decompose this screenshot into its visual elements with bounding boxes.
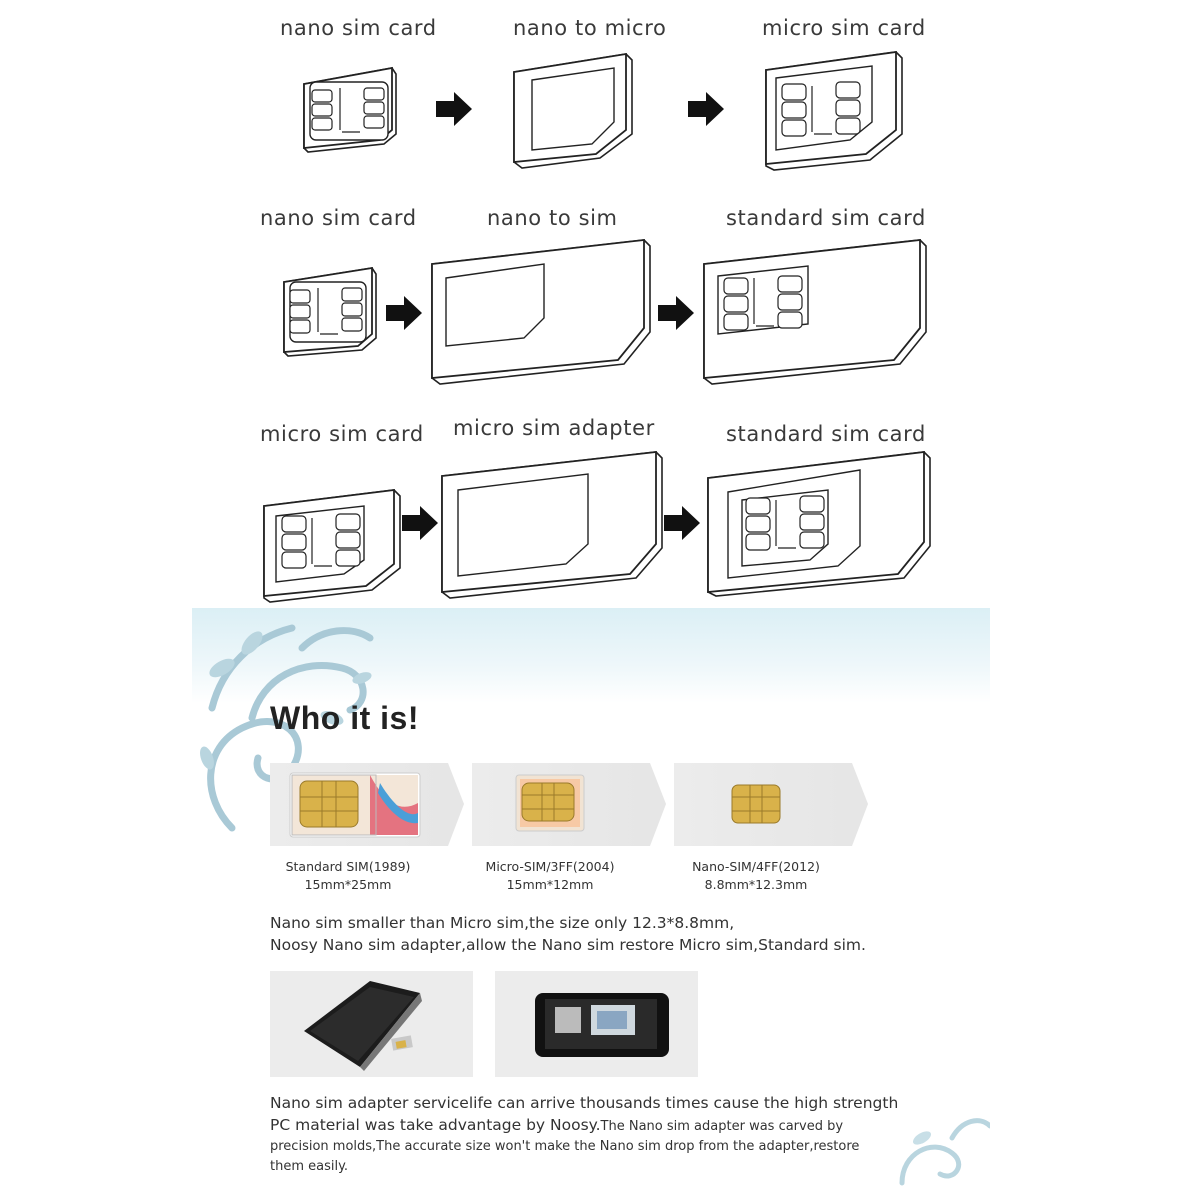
arrow-icon	[658, 296, 694, 330]
label-row2-standard: standard sim card	[726, 206, 926, 230]
nano-sim-name: Nano-SIM/4FF(2012)	[692, 859, 820, 874]
floral-swirl-decoration	[899, 1118, 990, 1186]
standard-sim-caption: Standard SIM(1989) 15mm*25mm	[270, 858, 426, 894]
nano-sim-image	[731, 784, 781, 824]
nano-to-micro-adapter-drawing	[513, 52, 633, 169]
intro-line-2: Noosy Nano sim adapter,allow the Nano si…	[270, 936, 866, 954]
phone-photo	[270, 971, 473, 1077]
intro-paragraph: Nano sim smaller than Micro sim,the size…	[270, 912, 866, 956]
arrow-icon	[386, 296, 422, 330]
header-band	[192, 608, 990, 703]
micro-sim-tile	[472, 763, 650, 846]
label-row1-nano: nano sim card	[280, 16, 437, 40]
phone-open-photo	[495, 971, 698, 1077]
micro-sim-image	[515, 774, 585, 832]
tile-arrow-icon	[448, 763, 464, 846]
arrow-icon	[664, 506, 700, 540]
micro-sim-card-drawing	[263, 488, 401, 603]
intro-line-1: Nano sim smaller than Micro sim,the size…	[270, 914, 735, 932]
standard-sim-card-drawing	[703, 238, 927, 385]
info-panel: Who it is!	[192, 608, 990, 1188]
durability-line-1: Nano sim adapter servicelife can arrive …	[270, 1094, 899, 1112]
label-row3-micro: micro sim card	[260, 422, 424, 446]
nano-sim-card-drawing	[303, 66, 397, 153]
durability-line-2b: The Nano sim adapter was carved by	[600, 1119, 844, 1134]
durability-line-2a: PC material was take advantage by Noosy.	[270, 1116, 601, 1134]
arrow-icon	[688, 92, 724, 126]
micro-sim-name: Micro-SIM/3FF(2004)	[485, 859, 615, 874]
micro-sim-card-drawing	[765, 50, 903, 171]
nano-to-sim-adapter-drawing	[431, 238, 651, 385]
label-row1-nano-to-micro: nano to micro	[513, 16, 667, 40]
label-row2-nano: nano sim card	[260, 206, 417, 230]
label-row2-nano-to-sim: nano to sim	[487, 206, 618, 230]
arrow-icon	[402, 506, 438, 540]
label-row3-standard: standard sim card	[726, 422, 926, 446]
label-row1-micro: micro sim card	[762, 16, 926, 40]
arrow-icon	[436, 92, 472, 126]
standard-sim-tile	[270, 763, 448, 846]
label-row3-micro-adapter: micro sim adapter	[453, 416, 655, 440]
floral-swirl-decoration	[200, 624, 374, 832]
standard-sim-name: Standard SIM(1989)	[285, 859, 411, 874]
nano-sim-card-drawing	[283, 266, 377, 357]
durability-line-2: PC material was take advantage by Noosy.…	[270, 1114, 898, 1137]
micro-sim-adapter-drawing	[441, 450, 663, 599]
section-heading: Who it is!	[270, 700, 419, 736]
standard-sim-card-drawing	[707, 450, 931, 597]
nano-sim-caption: Nano-SIM/4FF(2012) 8.8mm*12.3mm	[678, 858, 834, 894]
nano-sim-tile	[674, 763, 852, 846]
durability-line-3: precision molds,The accurate size won't …	[270, 1139, 860, 1154]
open-phone-image	[535, 993, 669, 1057]
iphone-sim-tray-image	[304, 981, 422, 1071]
nano-sim-size: 8.8mm*12.3mm	[704, 877, 808, 892]
micro-sim-size: 15mm*12mm	[506, 877, 594, 892]
micro-sim-caption: Micro-SIM/3FF(2004) 15mm*12mm	[472, 858, 628, 894]
tile-arrow-icon	[852, 763, 868, 846]
standard-sim-size: 15mm*25mm	[304, 877, 392, 892]
durability-paragraph: Nano sim adapter servicelife can arrive …	[270, 1092, 898, 1177]
standard-sim-image	[289, 772, 421, 838]
durability-line-4: them easily.	[270, 1159, 349, 1174]
tile-arrow-icon	[650, 763, 666, 846]
